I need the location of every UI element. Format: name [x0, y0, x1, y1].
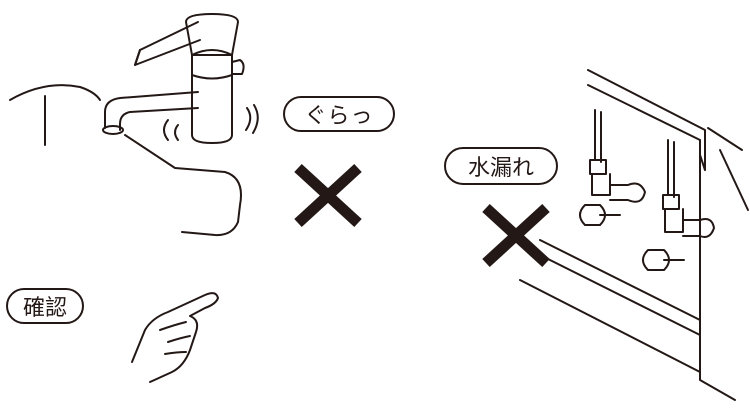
water-leak-label: 水漏れ [444, 147, 558, 185]
hand-pointing-illustration [131, 292, 219, 383]
valve-pipes-illustration [519, 69, 749, 401]
wobble-label: ぐらっ [283, 96, 395, 132]
cross-mark-icon [294, 163, 362, 228]
cross-mark-icon [482, 203, 550, 268]
faucet-illustration [9, 13, 259, 237]
check-label: 確認 [6, 288, 84, 324]
